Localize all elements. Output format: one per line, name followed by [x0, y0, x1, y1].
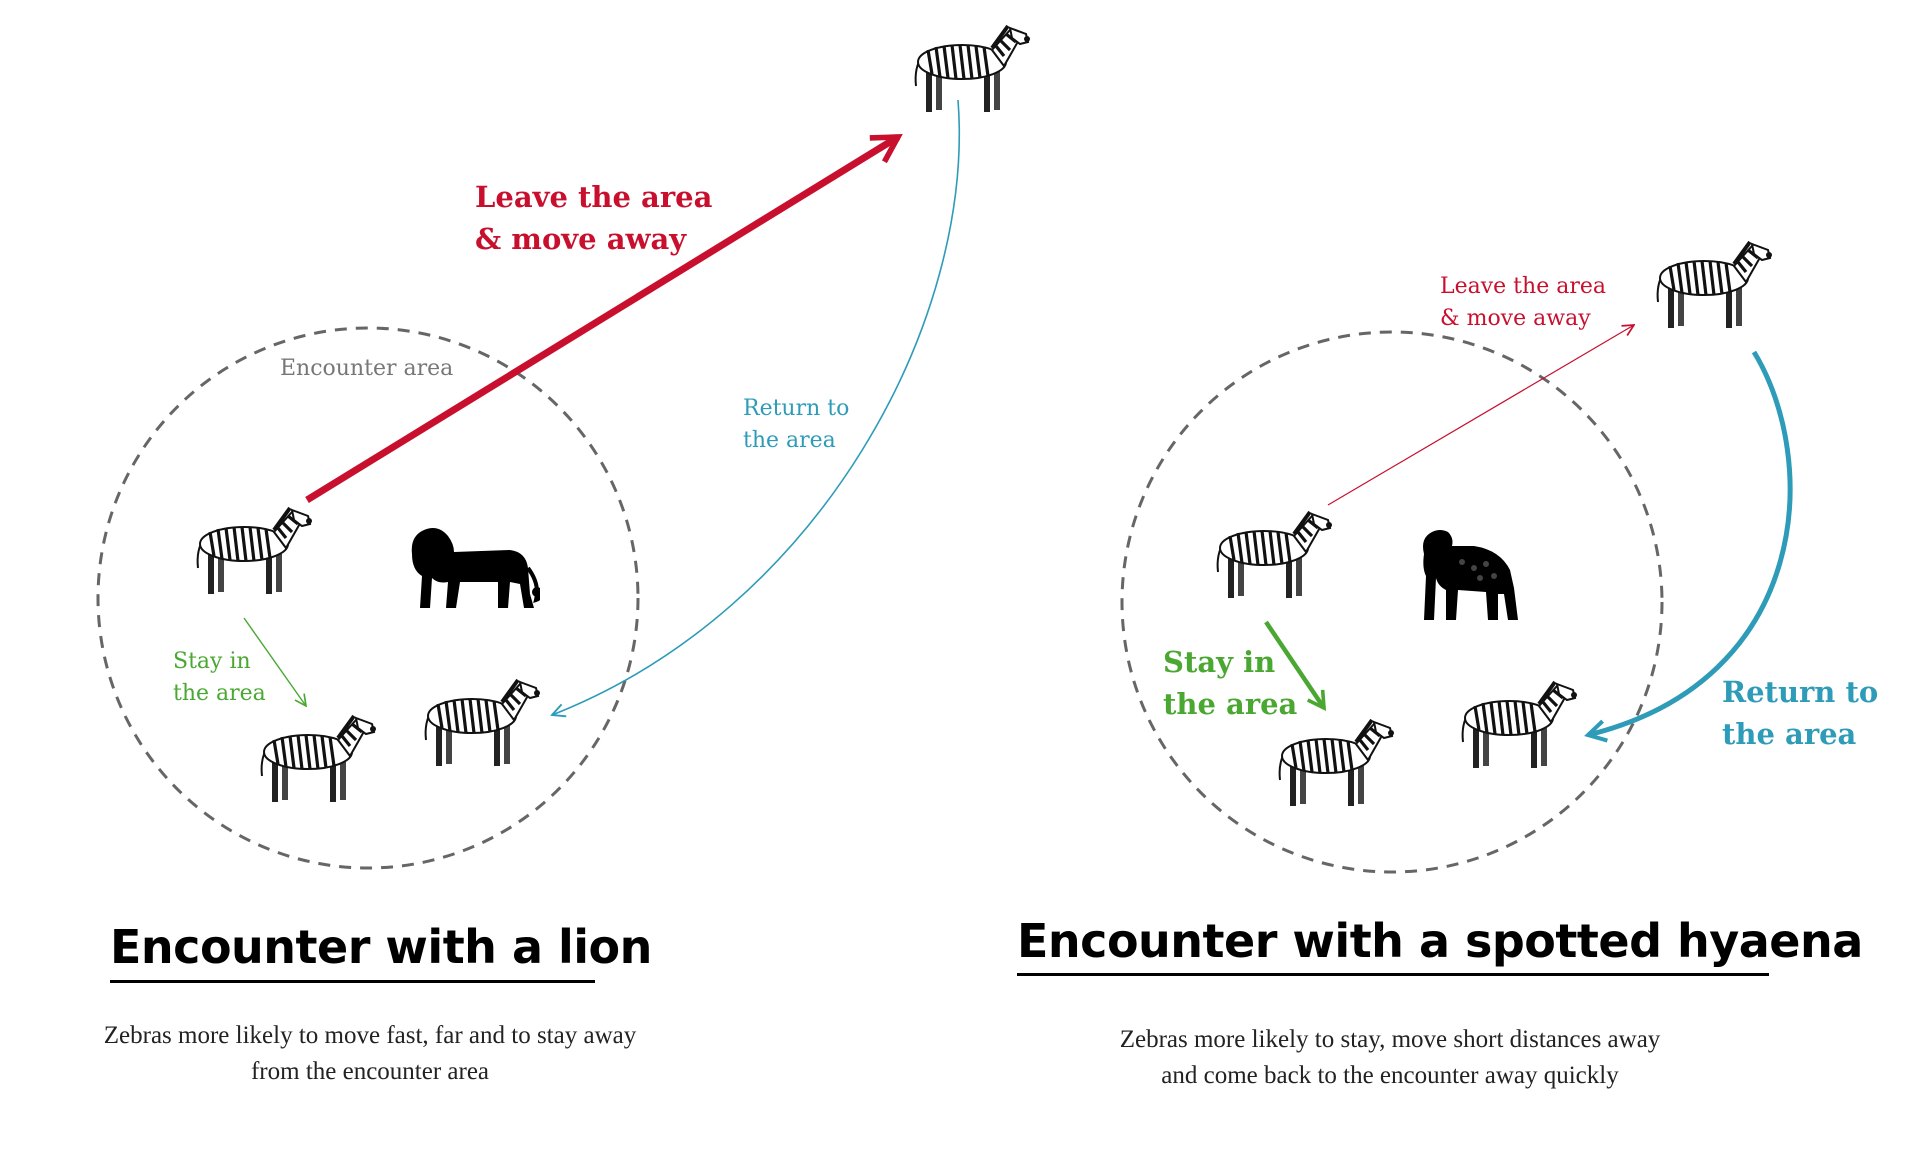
hyaena-title-underline	[1017, 973, 1769, 976]
encounter-area-label: Encounter area	[280, 356, 453, 381]
lion-icon	[409, 526, 540, 610]
return-arrow	[552, 99, 960, 715]
zebra-icon	[1280, 720, 1394, 806]
lion-panel: Encounter area Leave the area & move awa…	[96, 26, 1030, 870]
hyaena-panel-title: Encounter with a spotted hyaena	[1017, 914, 1863, 968]
zebra-icon	[1658, 242, 1772, 328]
hyaena-panel: Leave the area & move away Return to the…	[1120, 242, 1888, 874]
hyaena-icon	[1423, 530, 1518, 620]
hyaena-panel-description: Zebras more likely to stay, move short d…	[1040, 1022, 1740, 1094]
leave-label: Leave the area & move away	[475, 180, 722, 256]
lion-title-underline	[110, 980, 595, 983]
stay-arrow	[1264, 620, 1327, 712]
stay-label: Stay in the area	[1163, 645, 1298, 721]
description-line: Zebras more likely to move fast, far and…	[103, 1022, 637, 1049]
encounter-area-circle	[96, 326, 640, 870]
lion-panel-description: Zebras more likely to move fast, far and…	[30, 1018, 710, 1090]
zebra-icon	[916, 26, 1030, 112]
description-line: Zebras more likely to stay, move short d…	[1119, 1026, 1661, 1053]
leave-arrow	[1327, 325, 1634, 506]
stay-arrow	[243, 617, 306, 706]
leave-arrow	[305, 134, 903, 503]
leave-label: Leave the area & move away	[1440, 274, 1613, 331]
stay-label: Stay in the area	[173, 649, 266, 706]
encounter-area-circle	[1120, 330, 1664, 874]
zebra-icon	[262, 716, 376, 802]
return-label: Return to the area	[743, 396, 856, 453]
return-label: Return to the area	[1722, 675, 1888, 751]
zebra-icon	[198, 508, 312, 594]
description-line: and come back to the encounter away quic…	[1161, 1062, 1619, 1089]
zebra-icon	[1463, 682, 1577, 768]
zebra-icon	[426, 680, 540, 766]
zebra-icon	[1218, 512, 1332, 598]
return-arrow	[1584, 350, 1793, 743]
description-line: from the encounter area	[250, 1058, 490, 1085]
lion-panel-title: Encounter with a lion	[110, 920, 652, 974]
